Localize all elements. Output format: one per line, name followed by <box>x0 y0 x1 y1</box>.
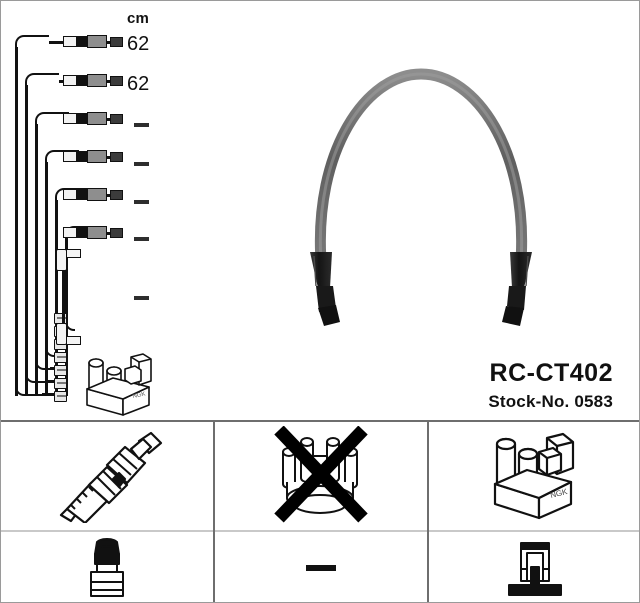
connector-tip-4 <box>110 152 123 162</box>
cm-value-row-2: 62 <box>127 73 150 95</box>
cm-value-row-1: 62 <box>127 33 150 55</box>
bundle-terminal-1 <box>54 378 67 389</box>
cross-out-mark <box>274 426 368 523</box>
connector-tip-6 <box>110 228 123 238</box>
connector-sleeve-3 <box>87 112 107 125</box>
connector-ferrule-1 <box>63 36 77 47</box>
distributor-cap-cell <box>215 422 427 532</box>
bundle-return-2 <box>25 370 49 383</box>
bundle-wire-3 <box>35 124 38 396</box>
connector-sleeve-5 <box>87 188 107 201</box>
bundle-return-3 <box>35 357 53 370</box>
bundle-wire-1 <box>15 47 18 396</box>
connector-sleeve-1 <box>87 35 107 48</box>
cm-dash-row-5 <box>134 200 149 204</box>
connector-block-3 <box>76 113 88 124</box>
cm-unit-header: cm <box>127 10 150 27</box>
spark-plug-connector-icon <box>90 538 124 597</box>
spark-plug-cell <box>1 422 213 532</box>
connector-sleeve-6 <box>87 226 107 239</box>
cable-boot-left <box>310 252 340 326</box>
connector-ferrule-3 <box>63 113 77 124</box>
bundle-return-1 <box>15 383 45 396</box>
jumper-angle-connector-top <box>56 249 67 271</box>
bundle-corner-3 <box>35 112 69 126</box>
connector-block-4 <box>76 151 88 162</box>
cm-dash-row-7 <box>134 296 149 300</box>
bundle-corner-2 <box>25 73 59 87</box>
bundle-terminal-3 <box>54 352 67 363</box>
bottom-icon-panels: NGK <box>1 422 639 602</box>
jumper-angle-arm-bottom <box>66 336 81 345</box>
ignition-coil-pack-small-icon: NGK <box>86 353 152 416</box>
distributor-cap-column <box>215 422 429 602</box>
connector-ferrule-2 <box>63 75 77 86</box>
bundle-tail-3 <box>50 367 57 370</box>
ignition-coil-column: NGK <box>429 422 639 602</box>
jumper-angle-arm-top <box>66 249 81 258</box>
coil-terminal-icon <box>508 542 562 596</box>
cm-dash-row-4 <box>134 162 149 166</box>
cm-dash-row-6 <box>134 237 149 241</box>
connector-sleeve-4 <box>87 150 107 163</box>
ignition-coil-cell: NGK <box>429 422 639 532</box>
bundle-terminal-2 <box>54 365 67 376</box>
bundle-wire-5 <box>55 200 58 396</box>
product-code: RC-CT402 <box>489 359 613 387</box>
stock-number: Stock-No. 0583 <box>488 392 613 411</box>
spark-plug-connector-cell <box>1 532 213 602</box>
bundle-corner-4 <box>45 150 79 164</box>
jumper-angle-connector-bottom <box>56 323 67 345</box>
connector-block-1 <box>76 36 88 47</box>
connector-tip-3 <box>110 114 123 124</box>
distributor-dash-cell <box>215 532 427 602</box>
bundle-wire-4 <box>45 162 48 396</box>
connector-ferrule-6 <box>63 227 77 238</box>
connector-sleeve-2 <box>87 74 107 87</box>
svg-text:NGK: NGK <box>549 487 569 500</box>
connector-ferrule-5 <box>63 189 77 200</box>
spark-plug-icon <box>59 431 163 523</box>
bundle-terminal-0 <box>54 391 67 402</box>
connector-tip-2 <box>110 76 123 86</box>
cable-boot-right <box>502 252 532 326</box>
ignition-cable-illustration <box>310 68 532 326</box>
spark-plug-column <box>1 422 215 602</box>
bundle-corner-1 <box>15 35 49 49</box>
connector-block-6 <box>76 227 88 238</box>
connector-tip-5 <box>110 190 123 200</box>
main-diagram-panel: cm 62 62 <box>1 1 639 422</box>
dash-mark <box>306 565 336 571</box>
connector-ferrule-4 <box>63 151 77 162</box>
bundle-tail-1 <box>42 393 56 396</box>
bundle-return-4 <box>45 344 59 357</box>
jumper-wire <box>62 251 65 329</box>
distributor-cap-icon <box>274 426 368 523</box>
connector-block-2 <box>76 75 88 86</box>
connector-tip-1 <box>110 37 123 47</box>
coil-terminal-cell <box>429 532 639 602</box>
ignition-coil-icon: NGK <box>493 432 575 520</box>
connector-block-5 <box>76 189 88 200</box>
bundle-tail-2 <box>46 380 56 383</box>
bundle-wire-2 <box>25 85 28 396</box>
cm-dash-row-3 <box>134 123 149 127</box>
svg-text:NGK: NGK <box>132 391 146 400</box>
